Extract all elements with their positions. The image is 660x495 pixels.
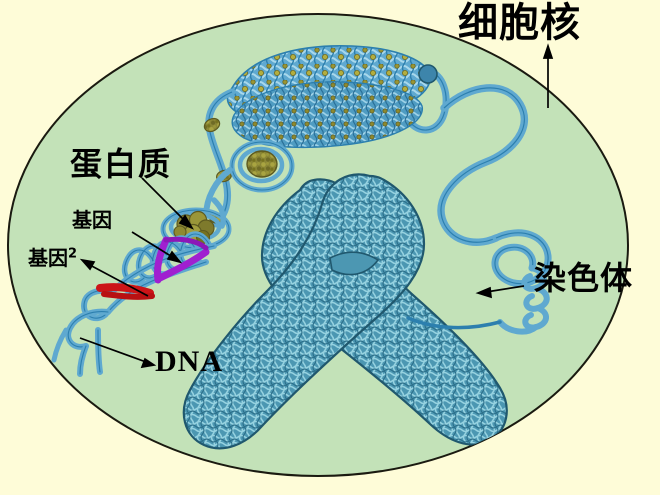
fiber-lower-mass [231,81,423,149]
label-gene-2-superscript: 2 [68,246,78,262]
label-gene-2: 基因2 [28,246,78,270]
leader-gene1 [131,231,183,264]
leader-protein [141,177,195,230]
gene-segment-purple [154,236,210,284]
histone-core [246,150,278,178]
leader-nucleus [542,43,554,108]
label-protein: 蛋白质 [70,145,173,183]
leader-lines [79,43,554,369]
chromatin-condensed-fiber [226,44,438,149]
chromatid-upper-right [182,173,426,450]
gene-segment-red [96,283,155,300]
label-nucleus: 细胞核 [458,0,581,46]
leader-chromosome [475,285,525,299]
centromere [329,251,380,276]
label-dna: DNA [155,345,223,378]
label-gene-1: 基因 [72,208,112,232]
leader-gene2 [79,258,149,297]
nucleosome-bead [203,117,221,133]
fiber-loop-junction [418,64,438,84]
nucleosome-unwinding [203,139,295,219]
chromosome-x-shape [182,173,508,450]
label-gene-2-text: 基因 [28,246,68,270]
label-chromosome: 染色体 [534,259,634,297]
leader-dna [79,337,157,369]
